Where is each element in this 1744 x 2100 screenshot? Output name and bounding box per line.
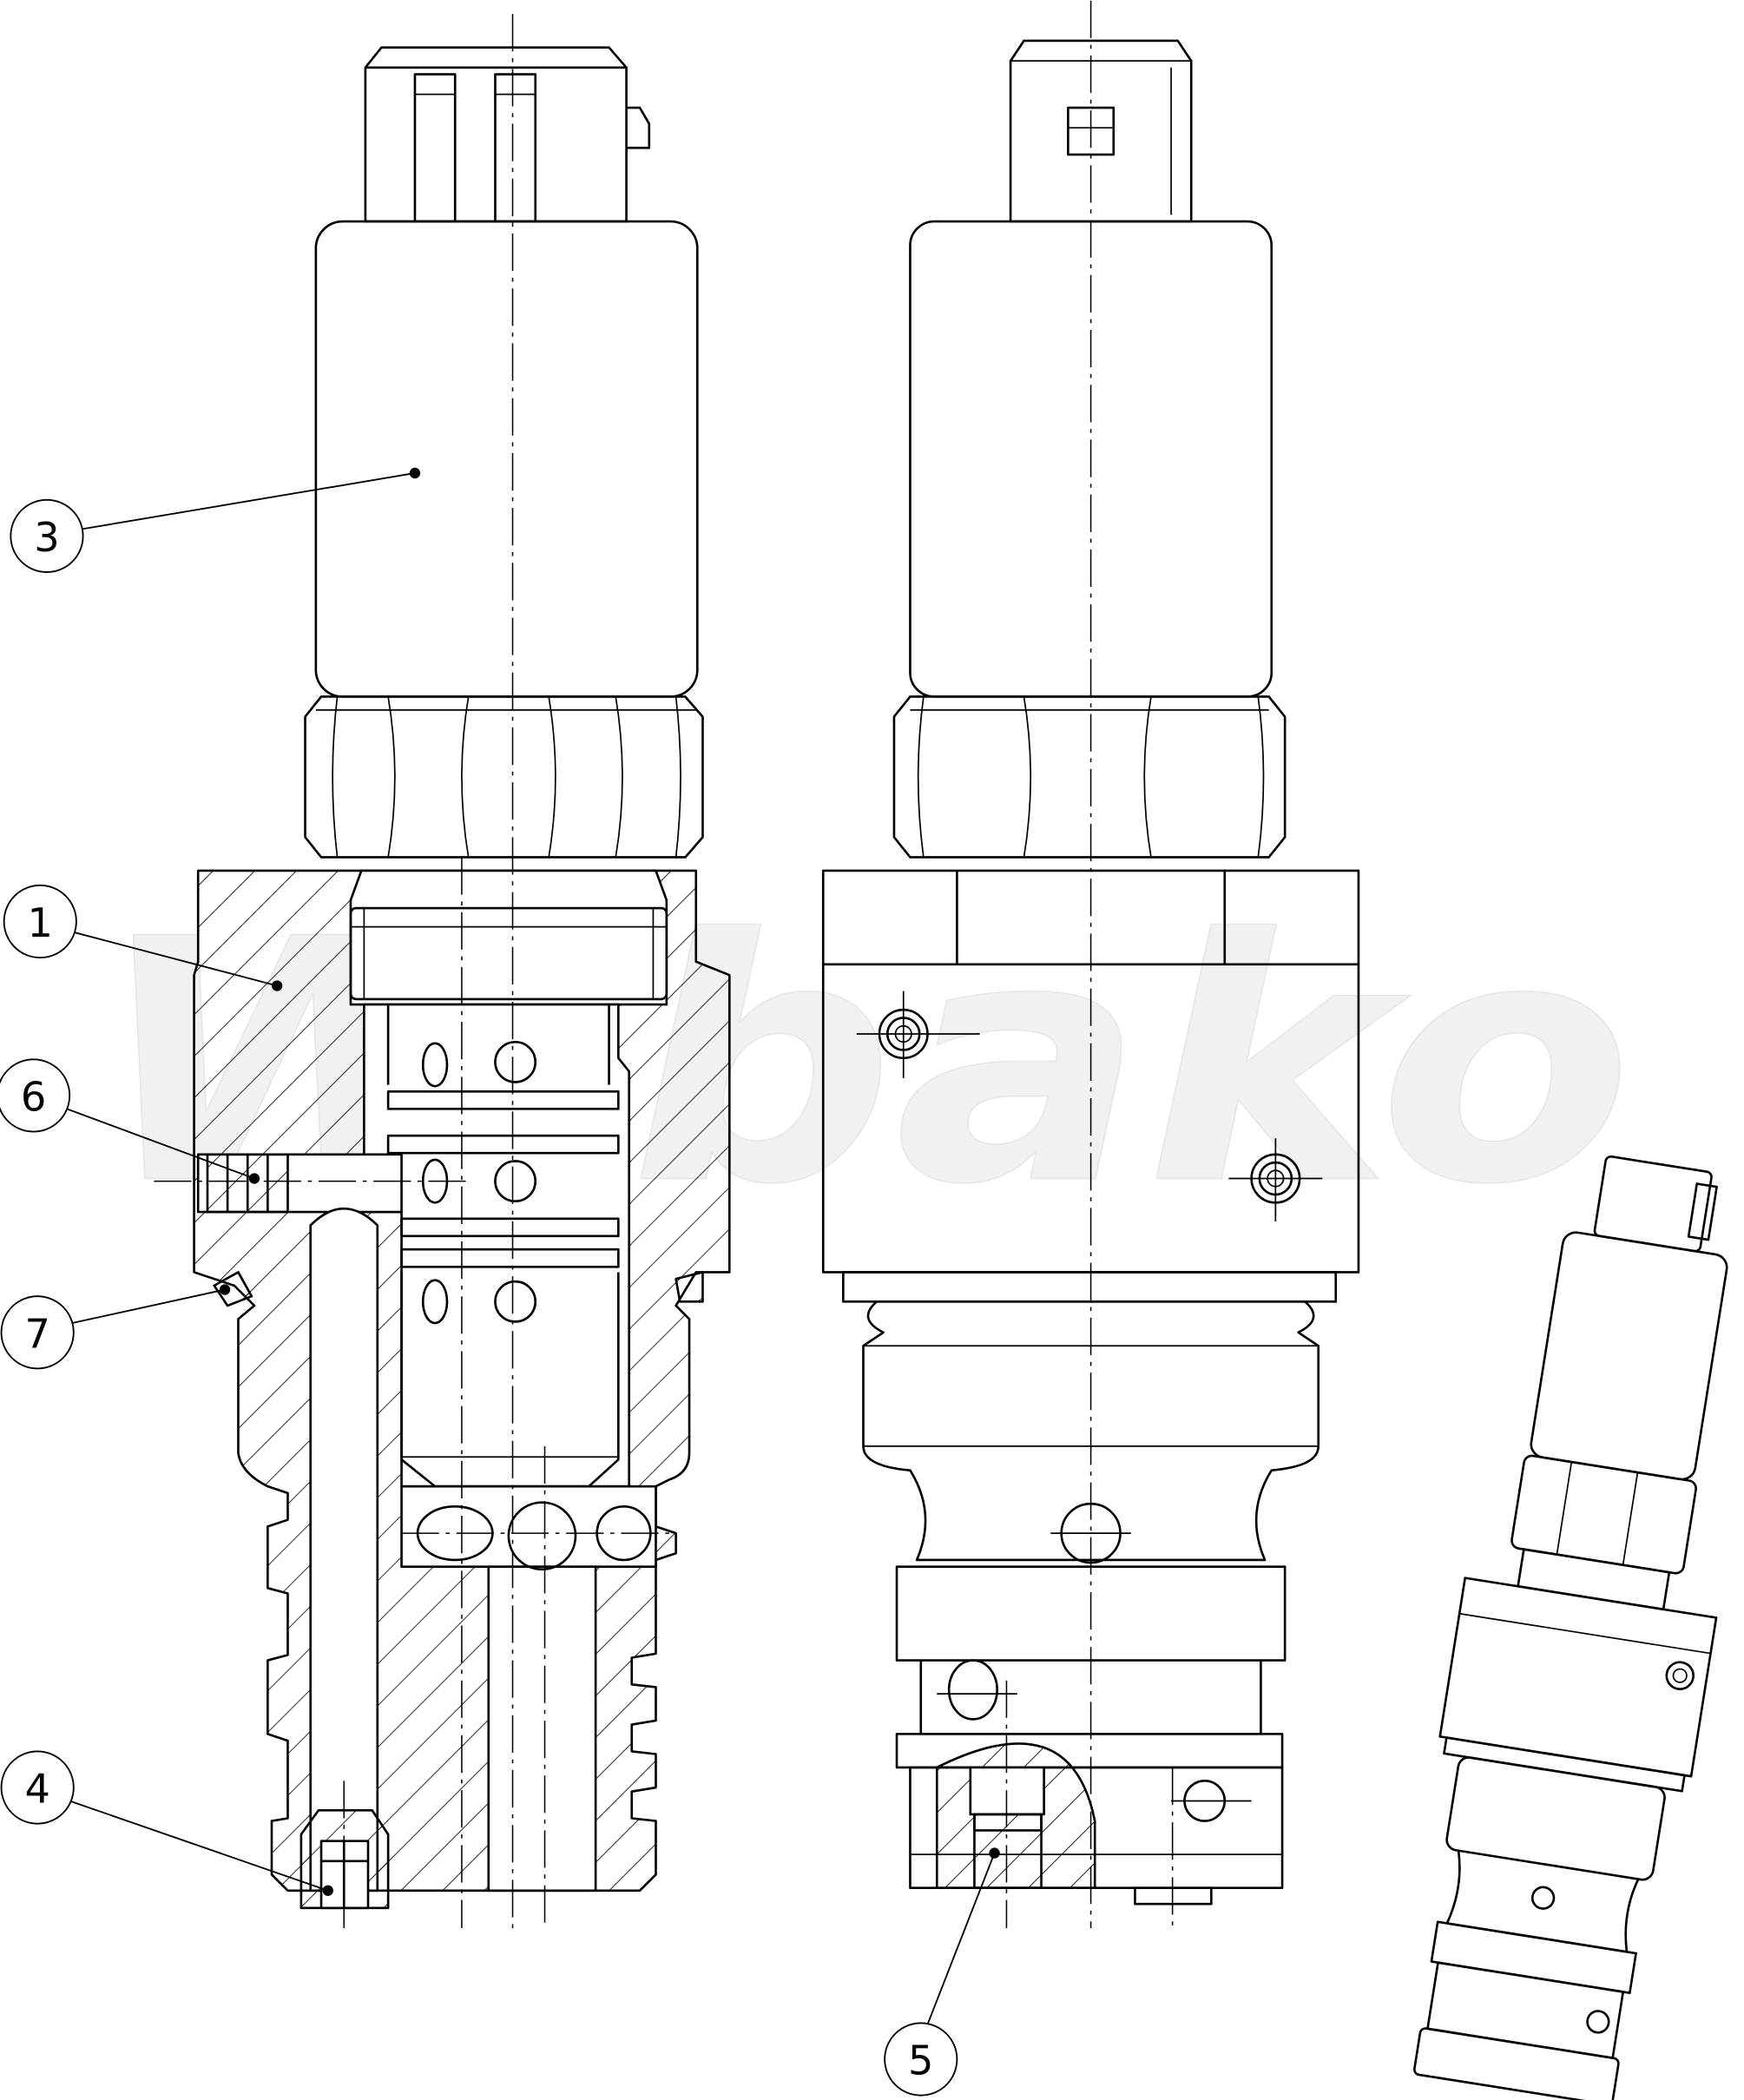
cross-hole-chamber xyxy=(400,1484,657,1568)
solenoid-coil xyxy=(314,220,699,698)
o-ring-seal-right xyxy=(675,1271,704,1303)
vertical-passage xyxy=(309,1207,379,1893)
spool xyxy=(386,1004,652,1571)
o-ring-seal xyxy=(213,1271,253,1307)
port-plug-lower xyxy=(1228,1138,1323,1221)
callout-6: 6 xyxy=(0,1058,260,1184)
external-view xyxy=(821,0,1360,1928)
outlet-bore xyxy=(487,1565,597,1893)
section-view xyxy=(154,14,731,1928)
side-port-plug xyxy=(206,1153,289,1214)
callout-7: 7 xyxy=(0,1284,231,1370)
cutaway-detail xyxy=(935,1742,1096,1889)
callout-label: 7 xyxy=(24,1310,49,1357)
port-plug-upper xyxy=(856,991,980,1078)
hex-nut xyxy=(304,695,704,859)
drain-plug xyxy=(973,1813,1043,1889)
spool-bore xyxy=(363,1003,630,1488)
nut-thread-stem xyxy=(349,906,668,1001)
callout-3: 3 xyxy=(10,467,421,573)
callout-label: 3 xyxy=(34,514,59,561)
callout-label: 1 xyxy=(28,899,53,946)
callout-label: 4 xyxy=(24,1766,49,1813)
callout-1: 1 xyxy=(3,884,283,991)
callout-4: 4 xyxy=(0,1750,333,1896)
hex-nut-side xyxy=(892,695,1287,859)
connector-side xyxy=(1009,39,1193,223)
isometric-view xyxy=(1413,1155,1728,2100)
connector xyxy=(364,46,651,223)
callout-label: 5 xyxy=(908,2037,933,2084)
callout-label: 6 xyxy=(21,1073,46,1120)
callout-5: 5 xyxy=(884,1847,1000,2097)
thread-recess xyxy=(349,869,668,1006)
